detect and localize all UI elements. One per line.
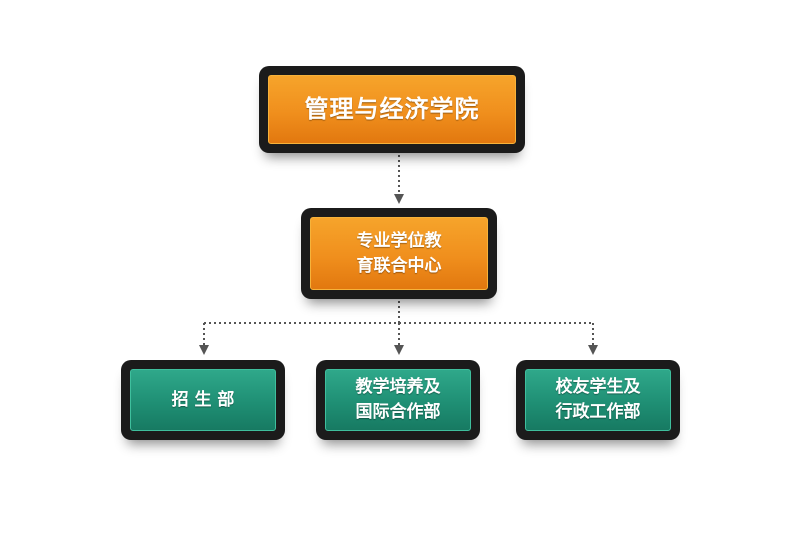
- node-alumni-admin-dept-box: 校友学生及 行政工作部: [525, 369, 671, 431]
- node-teaching-intl-dept-label: 教学培养及 国际合作部: [356, 375, 441, 424]
- node-joint-center-box: 专业学位教 育联合中心: [310, 217, 488, 290]
- node-alumni-admin-dept-line2: 行政工作部: [555, 402, 641, 422]
- node-alumni-admin-dept: 校友学生及 行政工作部: [516, 360, 680, 440]
- node-school-box: 管理与经济学院: [268, 75, 516, 144]
- node-joint-center-line1: 专业学位教: [356, 230, 442, 251]
- node-teaching-intl-dept: 教学培养及 国际合作部: [316, 360, 480, 440]
- node-joint-center-line2: 育联合中心: [356, 255, 442, 276]
- node-admissions-dept-box: 招 生 部: [130, 369, 276, 431]
- node-alumni-admin-dept-line1: 校友学生及: [555, 377, 641, 398]
- node-joint-center-label: 专业学位教 育联合中心: [357, 229, 442, 278]
- node-school-label: 管理与经济学院: [304, 95, 480, 124]
- node-teaching-intl-dept-box: 教学培养及 国际合作部: [325, 369, 471, 431]
- node-teaching-intl-dept-line2: 国际合作部: [355, 402, 441, 422]
- node-admissions-dept-label: 招 生 部: [171, 389, 235, 410]
- node-alumni-admin-dept-label: 校友学生及 行政工作部: [556, 375, 641, 424]
- node-admissions-dept: 招 生 部: [121, 360, 285, 440]
- node-teaching-intl-dept-line1: 教学培养及: [355, 377, 441, 398]
- node-school: 管理与经济学院: [259, 66, 525, 153]
- node-joint-center: 专业学位教 育联合中心: [301, 208, 497, 299]
